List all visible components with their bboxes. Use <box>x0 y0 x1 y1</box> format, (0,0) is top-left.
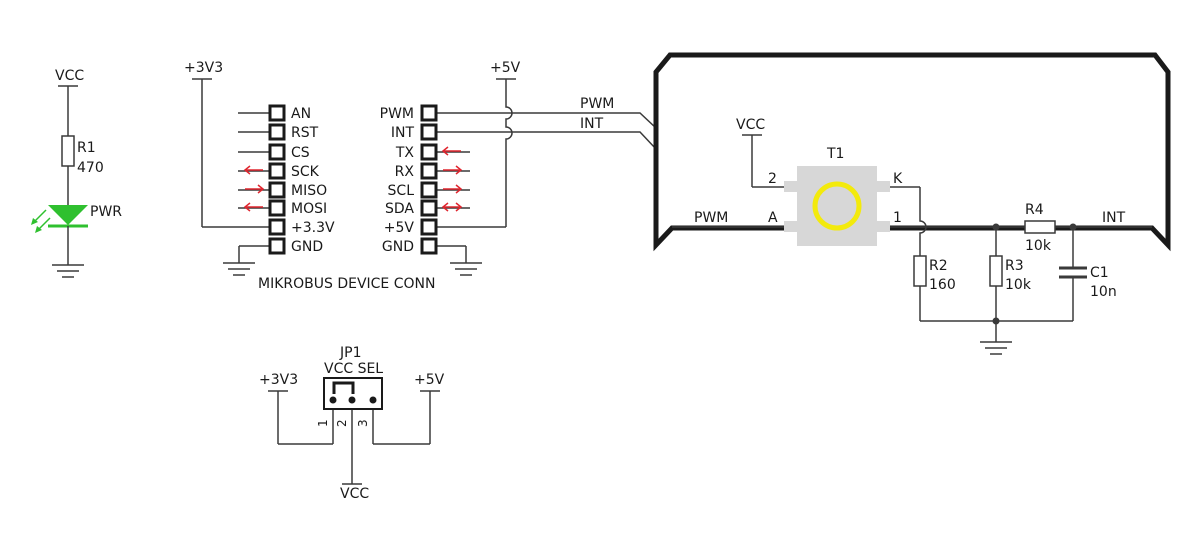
connector-pin-sda-right: SDA <box>385 199 470 217</box>
connector-pin-miso-left: MISO <box>238 181 327 199</box>
jp1-caption-label: VCC SEL <box>324 361 383 377</box>
t1-pin-a-label: A <box>768 210 778 226</box>
connector-pin-tx-right: TX <box>395 143 470 161</box>
ground-icon <box>450 262 482 276</box>
connector-pin-label: RX <box>395 164 415 180</box>
connector-pin-label: SCK <box>291 164 320 180</box>
net-pwm-label: PWM <box>580 96 614 112</box>
connector-pin-label: +3.3V <box>291 220 335 236</box>
jp1-shunt <box>332 381 355 394</box>
signal-arrow-icon <box>243 165 263 175</box>
r2-name-label: R2 <box>929 258 948 274</box>
t1-push-button <box>784 166 890 246</box>
jp1-pin-2-label: 2 <box>335 419 349 427</box>
connector-pin-label: SDA <box>385 201 414 217</box>
connector-pin-label: INT <box>391 125 415 141</box>
button-section: VCC 2 T1 PWM A K 1 R2 160 R3 10k <box>653 52 1171 355</box>
jp1-pin-3-label: 3 <box>356 419 370 427</box>
ground-icon <box>52 264 84 278</box>
connector-pin-sck-left: SCK <box>238 162 320 180</box>
power-led-vcc-label: VCC <box>55 68 84 84</box>
connector-pin-cs-left: CS <box>238 143 310 161</box>
jp1-pin-1-label: 1 <box>316 419 330 427</box>
connector-pin-rx-right: RX <box>395 162 470 180</box>
r3-resistor <box>989 255 1003 287</box>
signal-arrow-icon <box>443 165 463 175</box>
button-vcc-label: VCC <box>736 117 765 133</box>
ground-icon <box>980 341 1012 355</box>
connector-pin-scl-right: SCL <box>388 181 470 199</box>
r4-name-label: R4 <box>1025 202 1044 218</box>
connector-pin-label: RST <box>291 125 319 141</box>
r4-value-label: 10k <box>1025 238 1052 254</box>
connector-pin-mosi-left: MOSI <box>238 199 327 217</box>
signal-arrow-icon <box>443 184 463 194</box>
connector-3v3-label: +3V3 <box>184 60 223 76</box>
pwr-led-icon <box>31 205 88 233</box>
connector-pin-label: AN <box>291 106 311 122</box>
jp1-pin-dot <box>329 396 337 404</box>
c1-value-label: 10n <box>1090 284 1117 300</box>
connector-pin-label: GND <box>291 239 323 255</box>
button-outline <box>653 52 1171 252</box>
connector-pin-label: CS <box>291 145 310 161</box>
connector-pin-label: GND <box>382 239 414 255</box>
signal-arrow-icon <box>245 184 265 194</box>
connector-pin-label: +5V <box>384 220 415 236</box>
connector-pin-label: PWM <box>380 106 414 122</box>
jp1-name-label: JP1 <box>339 345 361 361</box>
connector-pin-gnd-right: GND <box>382 237 438 255</box>
jp1-pin-dot <box>348 396 356 404</box>
jp1-vcc-label: VCC <box>340 486 369 502</box>
r2-resistor <box>913 255 927 287</box>
connector-pin-rst-left: RST <box>238 123 319 141</box>
connector-caption: MIKROBUS DEVICE CONN <box>258 276 435 292</box>
connector-pin-an-left: AN <box>238 104 311 122</box>
t1-pin-1-label: 1 <box>893 210 902 226</box>
ground-icon <box>223 262 255 276</box>
button-pwm-label: PWM <box>694 210 728 226</box>
connector-pin-label: MOSI <box>291 201 327 217</box>
r1-resistor <box>61 135 75 167</box>
t1-pin-2-label: 2 <box>768 171 777 187</box>
r3-name-label: R3 <box>1005 258 1024 274</box>
connector-pin-label: TX <box>395 145 415 161</box>
connector-pin-label: SCL <box>388 183 415 199</box>
signal-arrow-icon <box>243 202 263 212</box>
c1-capacitor <box>1059 266 1087 279</box>
jp1-3v3-label: +3V3 <box>259 372 298 388</box>
jp1-jumper: JP1 VCC SEL +3V3 +5V 1 2 3 VCC <box>259 345 445 502</box>
t1-pin-k-label: K <box>893 171 903 187</box>
connector-pin-gnd-left: GND <box>268 237 323 255</box>
jp1-pin-dot <box>369 396 377 404</box>
signal-arrow-icon <box>441 146 461 156</box>
r3-value-label: 10k <box>1005 277 1032 293</box>
pwr-led-label: PWR <box>90 204 122 220</box>
r1-name-label: R1 <box>77 140 96 156</box>
connector-pin-3-3v-left: +3.3V <box>268 218 335 236</box>
connector-5v-label: +5V <box>490 60 521 76</box>
r4-resistor <box>1024 220 1056 234</box>
connector-pin-int-right: INT <box>391 123 438 141</box>
jp1-5v-label: +5V <box>414 372 445 388</box>
r2-value-label: 160 <box>929 277 956 293</box>
button-int-label: INT <box>1102 210 1126 226</box>
net-int-label: INT <box>580 116 604 132</box>
r1-value-label: 470 <box>77 160 104 176</box>
c1-name-label: C1 <box>1090 265 1109 281</box>
connector-pin-5v-right: +5V <box>384 218 438 236</box>
signal-arrow-icon <box>441 202 463 212</box>
connector-pin-pwm-right: PWM <box>380 104 438 122</box>
power-led-circuit: VCC R1 470 PWR <box>31 68 122 278</box>
t1-name-label: T1 <box>826 146 844 162</box>
connector-pin-label: MISO <box>291 183 327 199</box>
mikrobus-connector: +3V3 +5V PWM INT AN RST CS SCK MISO MOSI +3.3V… <box>184 60 657 292</box>
